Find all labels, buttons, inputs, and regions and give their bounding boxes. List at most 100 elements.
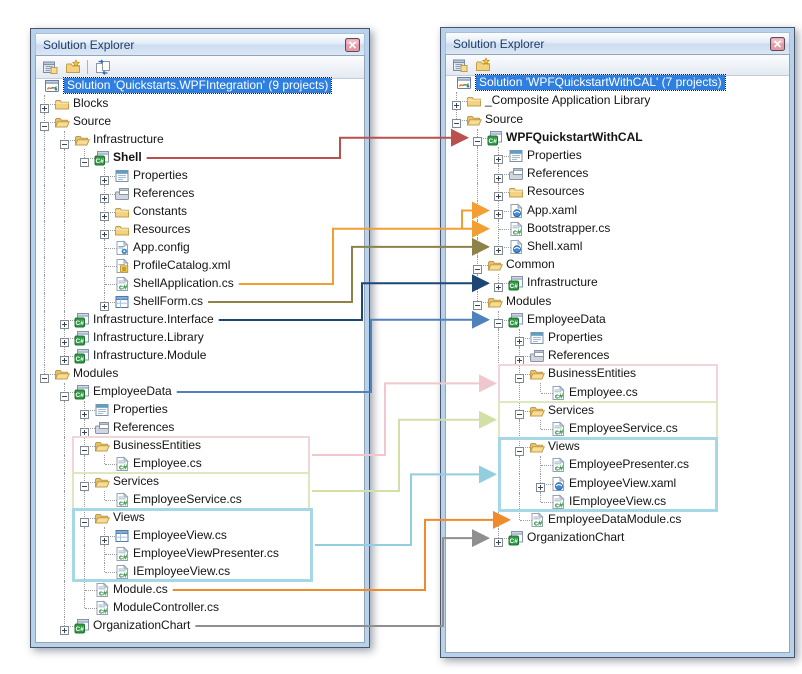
refresh-icon[interactable]	[92, 58, 113, 76]
expand-icon[interactable]	[100, 226, 109, 239]
tree-item-profilecat[interactable]: ProfileCatalog.xml	[133, 258, 231, 272]
tree-item-resources[interactable]: Resources	[133, 222, 191, 236]
tree-item-infra[interactable]: Infrastructure	[93, 132, 164, 146]
tree-item-props[interactable]: Properties	[527, 147, 582, 162]
collapse-icon[interactable]	[80, 478, 89, 491]
tree-item-ed_refs[interactable]: References	[548, 348, 610, 363]
tree-item-orgchart[interactable]: OrganizationChart	[93, 618, 191, 632]
tree-item-source[interactable]: Source	[73, 114, 112, 128]
expand-icon[interactable]	[80, 406, 89, 419]
tree-item-sol[interactable]: Solution 'Quickstarts.WPFIntegration' (9…	[62, 77, 333, 94]
tree-item-sol[interactable]: Solution 'WPFQuickstartWithCAL' (7 proje…	[475, 74, 726, 92]
tree-item-shellapp[interactable]: ShellApplication.cs	[133, 276, 234, 290]
tree-item-services[interactable]: Services	[113, 474, 160, 488]
tree-item-employee[interactable]: Employee.cs	[569, 384, 638, 399]
tree-item-source[interactable]: Source	[485, 111, 524, 126]
tree-item-shell[interactable]: Shell	[113, 150, 142, 164]
tree-item-resources[interactable]: Resources	[527, 184, 585, 199]
tree-item-infra_mod[interactable]: Infrastructure.Module	[93, 348, 207, 362]
tree-item-infra[interactable]: Infrastructure	[527, 275, 598, 290]
expand-icon[interactable]	[452, 97, 461, 110]
tree-item-employee[interactable]: Employee.cs	[133, 456, 202, 470]
expand-icon[interactable]	[60, 334, 69, 347]
collapse-icon[interactable]	[60, 388, 69, 401]
tree-item-empservice[interactable]: EmployeeService.cs	[133, 492, 242, 506]
tree-item-bootstrapper[interactable]: Bootstrapper.cs	[527, 220, 611, 235]
collapse-icon[interactable]	[515, 370, 524, 383]
show-all-files-icon[interactable]	[62, 58, 83, 76]
tree-item-empview[interactable]: EmployeeView.cs	[133, 528, 227, 542]
tree-item-refs[interactable]: References	[527, 166, 589, 181]
expand-icon[interactable]	[100, 532, 109, 545]
expand-icon[interactable]	[494, 151, 503, 165]
collapse-icon[interactable]	[515, 406, 524, 420]
expand-icon[interactable]	[494, 534, 503, 547]
tree-item-wpf[interactable]: WPFQuickstartWithCAL	[506, 129, 643, 144]
tree-item-views[interactable]: Views	[548, 439, 580, 454]
tree-item-emppres[interactable]: EmployeePresenter.cs	[569, 457, 690, 472]
tree-item-appxaml[interactable]: App.xaml	[527, 202, 578, 217]
tree-item-sh_props[interactable]: Properties	[133, 168, 188, 182]
tree-item-empviewxaml[interactable]: EmployeeView.xaml	[569, 475, 677, 490]
expand-icon[interactable]	[515, 333, 524, 347]
collapse-icon[interactable]	[80, 154, 89, 167]
expand-icon[interactable]	[494, 206, 503, 219]
tree-item-iempview[interactable]: IEmployeeView.cs	[569, 493, 667, 508]
tree-item-ed_props[interactable]: Properties	[548, 329, 603, 344]
tree-item-infra_lib[interactable]: Infrastructure.Library	[93, 330, 204, 344]
tree-item-modulecs[interactable]: Module.cs	[113, 582, 168, 596]
tree-item-modules[interactable]: Modules	[506, 293, 552, 308]
expand-icon[interactable]	[494, 170, 503, 183]
tree-item-ed_refs[interactable]: References	[113, 420, 175, 434]
tree-item-calib[interactable]: _Composite Application Library	[485, 93, 651, 108]
expand-icon[interactable]	[494, 279, 503, 292]
tree-item-empdata[interactable]: EmployeeData	[527, 311, 606, 326]
expand-icon[interactable]	[100, 172, 109, 185]
tree-item-shellform[interactable]: ShellForm.cs	[133, 294, 204, 308]
collapse-icon[interactable]	[473, 133, 482, 147]
collapse-icon[interactable]	[452, 115, 461, 128]
tree-item-empviewpres[interactable]: EmployeeViewPresenter.cs	[133, 546, 279, 560]
tree-item-views[interactable]: Views	[113, 510, 145, 524]
expand-icon[interactable]	[60, 622, 69, 635]
tree-item-iempview[interactable]: IEmployeeView.cs	[133, 564, 231, 578]
tree-item-be[interactable]: BusinessEntities	[113, 438, 202, 452]
collapse-icon[interactable]	[80, 442, 89, 455]
tree-item-constants[interactable]: Constants	[133, 204, 188, 218]
expand-icon[interactable]	[100, 190, 109, 203]
collapse-icon[interactable]	[40, 370, 49, 383]
expand-icon[interactable]	[100, 208, 109, 221]
tree-item-be[interactable]: BusinessEntities	[548, 366, 637, 381]
tree-item-blocks[interactable]: Blocks	[73, 96, 109, 110]
tree-item-common[interactable]: Common	[506, 257, 555, 272]
tree-item-ed_props[interactable]: Properties	[113, 402, 168, 416]
tree-item-sh_refs[interactable]: References	[133, 186, 195, 200]
collapse-icon[interactable]	[473, 261, 482, 274]
properties-window-icon[interactable]	[39, 58, 60, 76]
collapse-icon[interactable]	[80, 514, 89, 527]
properties-window-icon[interactable]	[449, 56, 470, 74]
tree-item-empdata[interactable]: EmployeeData	[93, 384, 172, 398]
titlebar[interactable]: Solution Explorer	[35, 33, 365, 55]
tree-item-empservice[interactable]: EmployeeService.cs	[569, 420, 678, 435]
expand-icon[interactable]	[100, 298, 109, 311]
expand-icon[interactable]	[60, 352, 69, 365]
collapse-icon[interactable]	[494, 315, 503, 329]
tree-item-modulectrl[interactable]: ModuleController.cs	[113, 600, 220, 614]
collapse-icon[interactable]	[40, 118, 49, 131]
titlebar[interactable]: Solution Explorer	[445, 32, 790, 54]
tree-item-appconfig[interactable]: App.config	[133, 240, 190, 254]
expand-icon[interactable]	[536, 479, 545, 492]
tree-item-infra_int[interactable]: Infrastructure.Interface	[93, 312, 214, 326]
tree-item-modules[interactable]: Modules	[73, 366, 119, 380]
tree-item-orgchart[interactable]: OrganizationChart	[527, 530, 625, 545]
expand-icon[interactable]	[494, 242, 503, 256]
expand-icon[interactable]	[515, 352, 524, 365]
collapse-icon[interactable]	[473, 297, 482, 310]
expand-icon[interactable]	[40, 100, 49, 113]
show-all-files-icon[interactable]	[472, 56, 493, 74]
tree-item-edmodule[interactable]: EmployeeDataModule.cs	[548, 511, 682, 526]
expand-icon[interactable]	[80, 424, 89, 437]
expand-icon[interactable]	[494, 188, 503, 201]
close-icon[interactable]	[770, 36, 785, 51]
